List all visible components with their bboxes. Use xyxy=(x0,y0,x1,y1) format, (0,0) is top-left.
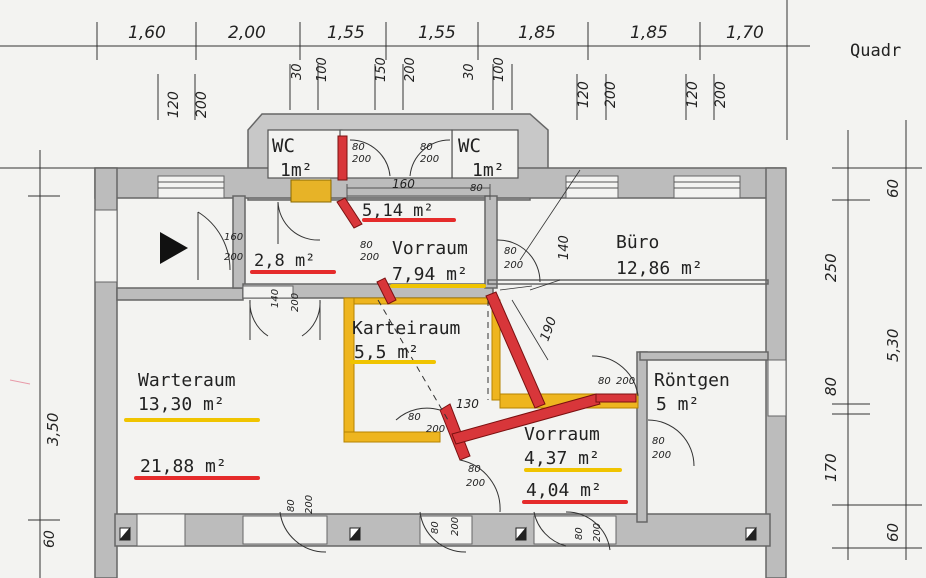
dimension-140: 140 xyxy=(557,235,572,260)
wc-shaft xyxy=(290,179,332,203)
room-name-roentgen: Röntgen xyxy=(654,370,730,391)
door-height: 200 xyxy=(420,154,439,165)
window-height-label: 120 xyxy=(576,81,592,108)
height-label: 60 xyxy=(884,179,902,198)
left-dimension-chain xyxy=(9,150,60,578)
right-dimension-chain xyxy=(832,120,922,560)
door-width: 80 xyxy=(286,499,297,512)
room-area: 1m² xyxy=(472,160,505,181)
width-label: 1,85 xyxy=(518,23,556,43)
room-area-revised: 2,8 m² xyxy=(254,251,315,271)
window-height-label: 200 xyxy=(403,57,418,82)
room-area-revised: 4,04 m² xyxy=(526,480,602,501)
window-height-label: 100 xyxy=(492,57,507,82)
room-area: 7,94 m² xyxy=(392,264,468,285)
door-width: 80 xyxy=(468,464,481,475)
window-height-label: 100 xyxy=(315,57,330,82)
height-label: 3,50 xyxy=(44,413,62,446)
room-area-revised: 21,88 m² xyxy=(140,456,227,477)
door-height: 200 xyxy=(224,252,243,263)
door-height: 200 xyxy=(426,424,445,435)
width-label: 2,00 xyxy=(228,23,266,43)
window-height-label: 120 xyxy=(166,91,182,118)
openings xyxy=(94,175,787,547)
door-height: 200 xyxy=(450,517,461,536)
entrance-arrow-icon xyxy=(160,232,188,264)
height-label: 250 xyxy=(822,253,840,282)
window-height-label: 200 xyxy=(194,91,210,118)
window-height-label: 120 xyxy=(685,81,701,108)
height-label: 170 xyxy=(822,453,840,482)
width-label: 1,60 xyxy=(128,23,166,43)
room-name-vorraum: Vorraum xyxy=(524,424,600,445)
width-label: 1,70 xyxy=(726,23,764,43)
dimension-130: 130 xyxy=(456,397,479,411)
door-height: 200 xyxy=(652,450,671,461)
window-height-label: 150 xyxy=(374,57,389,82)
door-width: 80 xyxy=(352,142,365,153)
door-width: 140 xyxy=(270,289,281,308)
room-area: 5 m² xyxy=(656,394,699,415)
dimension-190: 190 xyxy=(538,315,561,343)
room-area: 13,30 m² xyxy=(138,394,225,415)
width-label: 1,85 xyxy=(630,23,668,43)
door-height: 200 xyxy=(504,260,523,271)
door-size-labels: 80 200 80 200 160 200 80 200 80 200 140 … xyxy=(224,142,671,542)
room-area: 12,86 m² xyxy=(616,258,703,279)
height-label: 60 xyxy=(42,530,58,548)
window-height-label: 200 xyxy=(603,81,619,108)
room-name-karteiraum: Karteiraum xyxy=(352,318,460,339)
door-width: 160 xyxy=(224,232,243,243)
room-name-wc: WC xyxy=(272,135,295,157)
height-label: 80 xyxy=(822,377,840,396)
door-height: 200 xyxy=(466,478,485,489)
door-width: 80 xyxy=(360,240,373,251)
window-height-label: 200 xyxy=(713,81,729,108)
room-name-buero: Büro xyxy=(616,232,659,253)
window-height-label: 30 xyxy=(290,63,305,80)
dimension-80: 80 xyxy=(470,183,483,194)
door-swings xyxy=(197,139,695,553)
room-area: 5,5 m² xyxy=(354,342,419,363)
room-name-wc: WC xyxy=(458,135,481,157)
door-height: 200 xyxy=(616,376,635,387)
room-name-vorraum: Vorraum xyxy=(392,238,468,259)
width-label: 1,55 xyxy=(418,23,456,43)
height-label: 60 xyxy=(884,523,902,542)
height-label: 5,30 xyxy=(884,329,902,362)
room-area: 4,37 m² xyxy=(524,448,600,469)
room-name-warteraum: Warteraum xyxy=(138,370,236,391)
room-area-revised: 5,14 m² xyxy=(362,201,434,221)
door-height: 200 xyxy=(352,154,371,165)
dimension-160: 160 xyxy=(392,177,415,191)
door-height: 200 xyxy=(360,252,379,263)
new-walls xyxy=(336,135,637,461)
door-width: 80 xyxy=(420,142,433,153)
column-marks xyxy=(118,526,757,541)
width-label: 1,55 xyxy=(327,23,365,43)
window-height-markers xyxy=(157,64,715,120)
window-height-label: 30 xyxy=(462,63,477,80)
door-width: 80 xyxy=(430,521,441,534)
door-height: 200 xyxy=(592,523,603,542)
door-width: 80 xyxy=(574,527,585,540)
door-height: 200 xyxy=(290,293,301,312)
area-underlines xyxy=(124,218,628,504)
door-width: 80 xyxy=(504,246,517,257)
top-dimension-chain xyxy=(0,0,810,169)
windows xyxy=(158,181,740,200)
door-height: 200 xyxy=(304,495,315,514)
room-area: 1m² xyxy=(280,160,313,181)
wc-partitions xyxy=(267,129,519,179)
sheet-title-fragment: Quadr xyxy=(850,41,901,61)
room-labels: WC 1m² WC 1m² 5,14 m² Vorraum 7,94 m² 2,… xyxy=(138,135,730,501)
door-width: 80 xyxy=(408,412,421,423)
door-width: 80 xyxy=(652,436,665,447)
door-width: 80 xyxy=(598,376,611,387)
